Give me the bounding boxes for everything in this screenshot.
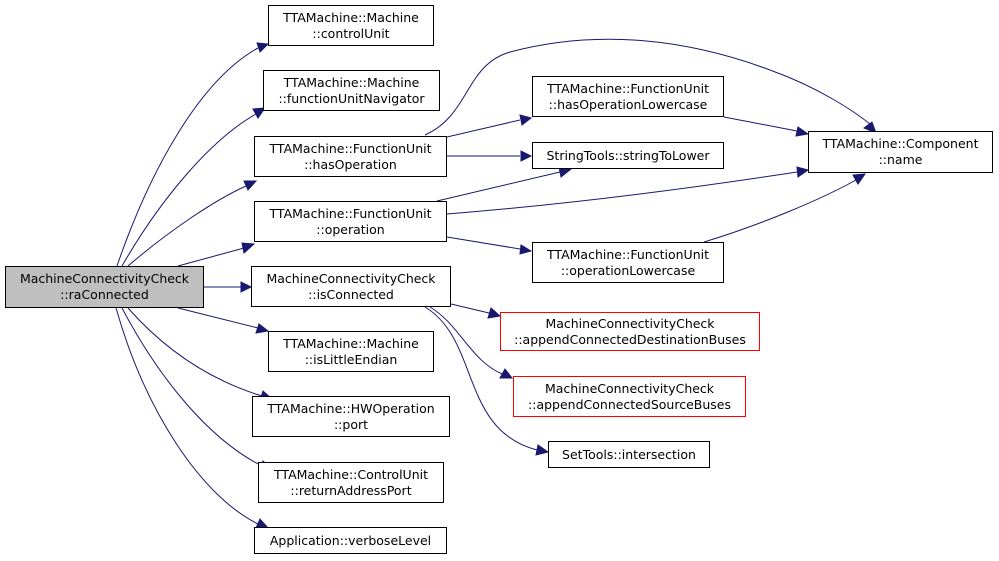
edge-hasoperation-hasoperationlowercase bbox=[446, 119, 521, 138]
edge-root-operation bbox=[177, 247, 245, 267]
arrowhead bbox=[243, 180, 258, 191]
node-label: TTAMachine::FunctionUnit bbox=[269, 140, 432, 156]
edge-root-hasoperation bbox=[127, 185, 247, 267]
node-intersection[interactable]: SetTools::intersection bbox=[548, 441, 710, 468]
edge-root-returnaddressport bbox=[121, 307, 263, 467]
arrowhead bbox=[252, 107, 267, 119]
node-label: MachineConnectivityCheck bbox=[545, 315, 715, 331]
node-label: TTAMachine::Machine bbox=[283, 9, 419, 25]
node-controlunit[interactable]: TTAMachine::Machine ::controlUnit bbox=[268, 5, 434, 46]
node-label: ::isLittleEndian bbox=[304, 351, 398, 367]
node-label: TTAMachine::ControlUnit bbox=[273, 466, 428, 482]
node-componentname[interactable]: TTAMachine::Component ::name bbox=[808, 131, 993, 173]
node-label: TTAMachine::FunctionUnit bbox=[547, 80, 709, 96]
arrowhead bbox=[795, 126, 810, 137]
arrowhead bbox=[487, 307, 502, 319]
node-label: MachineConnectivityCheck bbox=[19, 271, 190, 286]
node-label: SetTools::intersection bbox=[562, 446, 696, 462]
node-raconnected[interactable]: MachineConnectivityCheck ::raConnected bbox=[5, 266, 204, 308]
node-label: ::appendConnectedSourceBuses bbox=[528, 396, 731, 412]
arrowhead bbox=[535, 444, 550, 456]
node-label: TTAMachine::Component bbox=[822, 136, 979, 151]
edge-operation-stringtolower bbox=[436, 171, 561, 202]
arrowhead bbox=[499, 368, 514, 379]
node-label: ::operationLowercase bbox=[560, 262, 696, 278]
arrowhead bbox=[256, 42, 270, 53]
node-label: ::hasOperationLowercase bbox=[548, 96, 708, 112]
edge-operation-componentname bbox=[446, 171, 798, 215]
edge-root-functionunitnavigator bbox=[121, 113, 257, 267]
arrowhead bbox=[520, 150, 533, 162]
edge-root-controlunit bbox=[116, 47, 259, 267]
arrowhead bbox=[240, 281, 253, 293]
node-hasoperationlowercase[interactable]: TTAMachine::FunctionUnit ::hasOperationL… bbox=[532, 76, 724, 117]
node-label: ::operation bbox=[316, 221, 385, 237]
node-label: MachineConnectivityCheck bbox=[544, 380, 715, 396]
node-label: ::name bbox=[878, 152, 923, 167]
edge-operationlowercase-componentname bbox=[703, 179, 857, 243]
arrowhead bbox=[863, 121, 877, 134]
node-label: TTAMachine::FunctionUnit bbox=[547, 246, 709, 262]
edge-operation-operationlowercase bbox=[446, 236, 521, 250]
node-port[interactable]: TTAMachine::HWOperation ::port bbox=[252, 396, 450, 437]
node-isconnected[interactable]: MachineConnectivityCheck ::isConnected bbox=[251, 266, 451, 307]
arrowhead bbox=[852, 173, 867, 185]
edge-isconnected-intersection bbox=[424, 306, 538, 451]
node-label: TTAMachine::FunctionUnit bbox=[269, 205, 432, 221]
node-label: TTAMachine::HWOperation bbox=[267, 400, 435, 416]
edge-root-verboselevel bbox=[115, 307, 259, 525]
node-label: ::hasOperation bbox=[304, 156, 397, 172]
edge-root-islittleendian bbox=[177, 307, 259, 329]
arrowhead bbox=[796, 166, 810, 178]
arrowhead bbox=[241, 242, 256, 254]
edge-isconnected-appendsource bbox=[429, 306, 503, 375]
node-label: ::port bbox=[333, 416, 369, 432]
node-returnaddressport[interactable]: TTAMachine::ControlUnit ::returnAddressP… bbox=[258, 462, 444, 503]
node-label: ::appendConnectedDestinationBuses bbox=[514, 331, 746, 347]
node-label: StringTools::stringToLower bbox=[546, 147, 710, 163]
node-label: MachineConnectivityCheck bbox=[266, 270, 436, 286]
node-label: TTAMachine::Machine bbox=[283, 335, 419, 351]
node-label: ::isConnected bbox=[308, 286, 394, 302]
node-operationlowercase[interactable]: TTAMachine::FunctionUnit ::operationLowe… bbox=[532, 242, 724, 283]
arrowhead bbox=[519, 114, 533, 126]
node-islittleendian[interactable]: TTAMachine::Machine ::isLittleEndian bbox=[268, 331, 434, 372]
node-label: ::raConnected bbox=[60, 287, 149, 302]
node-functionunitnavigator[interactable]: TTAMachine::Machine ::functionUnitNaviga… bbox=[263, 70, 440, 111]
node-appendconnecteddestinationbuses[interactable]: MachineConnectivityCheck ::appendConnect… bbox=[500, 312, 760, 351]
node-verboselevel[interactable]: Application::verboseLevel bbox=[254, 527, 447, 554]
arrowhead bbox=[255, 323, 270, 334]
node-operation[interactable]: TTAMachine::FunctionUnit ::operation bbox=[254, 201, 447, 242]
edge-isconnected-appenddest bbox=[450, 303, 490, 314]
node-appendconnectedsourcebuses[interactable]: MachineConnectivityCheck ::appendConnect… bbox=[513, 376, 746, 417]
node-label: ::functionUnitNavigator bbox=[278, 90, 425, 106]
node-stringtolower[interactable]: StringTools::stringToLower bbox=[532, 142, 724, 169]
node-hasoperation[interactable]: TTAMachine::FunctionUnit ::hasOperation bbox=[254, 136, 447, 177]
edge-root-port bbox=[127, 307, 263, 397]
edge-hasoperationlowercase-componentname bbox=[723, 116, 798, 132]
node-label: ::controlUnit bbox=[312, 25, 390, 41]
node-label: TTAMachine::Machine bbox=[283, 74, 420, 90]
edge-hasoperation-componentname bbox=[424, 38, 871, 136]
node-label: Application::verboseLevel bbox=[269, 532, 432, 548]
arrowhead bbox=[519, 244, 533, 255]
node-label: ::returnAddressPort bbox=[290, 482, 412, 498]
